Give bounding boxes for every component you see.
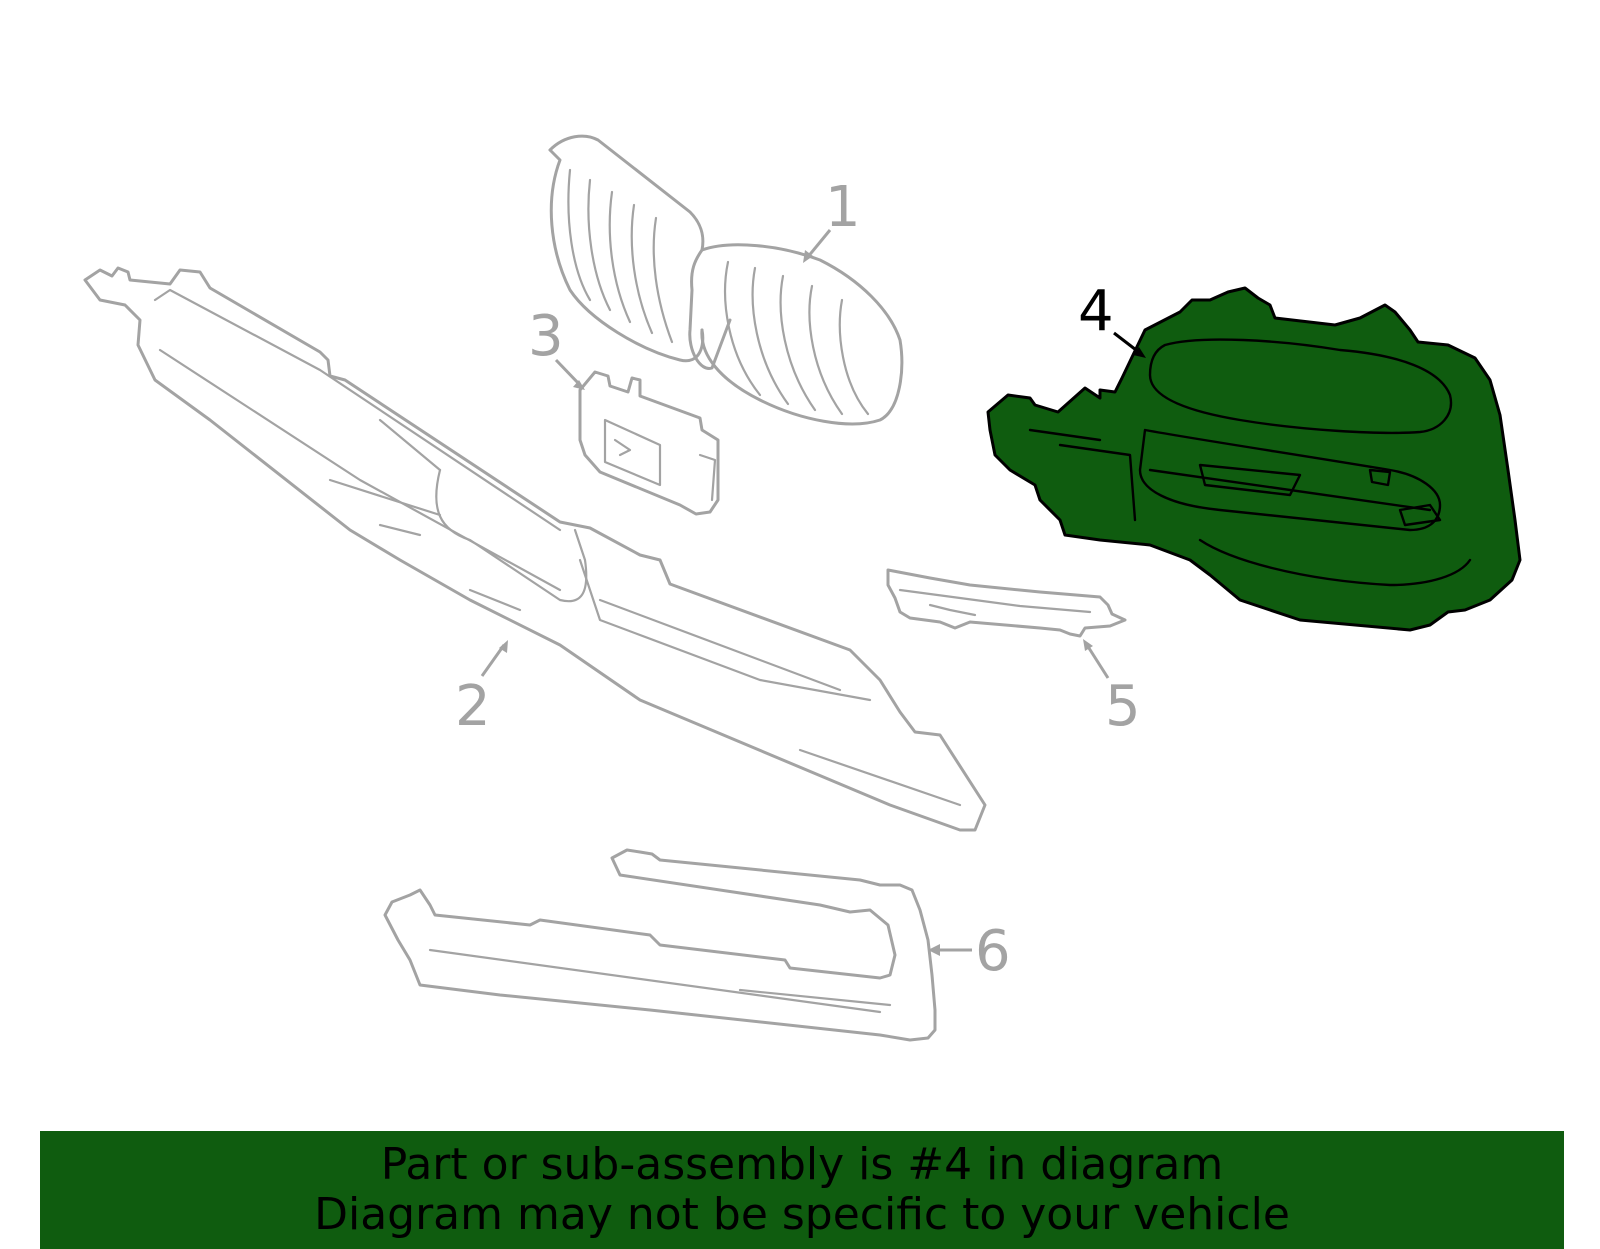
banner-line-2: Diagram may not be specific to your vehi… [314,1189,1290,1240]
info-banner: Part or sub-assembly is #4 in diagram Di… [40,1131,1564,1249]
parts-diagram: 1 2 3 4 5 6 [83,134,1522,1042]
part-2-bumper-carrier [83,266,987,832]
callout-label: 2 [455,674,491,739]
banner-line-1: Part or sub-assembly is #4 in diagram [380,1139,1224,1190]
callout-4: 4 [1078,279,1146,358]
callout-label: 4 [1078,279,1114,344]
callout-5: 5 [1083,639,1141,739]
part-4-fog-light-trim [986,286,1522,632]
part-4-outline [986,286,1522,632]
callout-1: 1 [803,175,861,263]
callout-2: 2 [455,640,508,739]
callout-label: 5 [1105,674,1141,739]
part-3-bracket [578,370,720,516]
part-5-trim-strip [886,568,1127,638]
callout-3: 3 [528,304,585,390]
callout-6: 6 [928,919,1011,984]
part-6-lower-trim [383,848,937,1042]
callout-label: 6 [975,919,1011,984]
callout-label: 1 [825,175,861,240]
part-1-kidney-grille [548,134,904,426]
callout-label: 3 [528,304,564,369]
